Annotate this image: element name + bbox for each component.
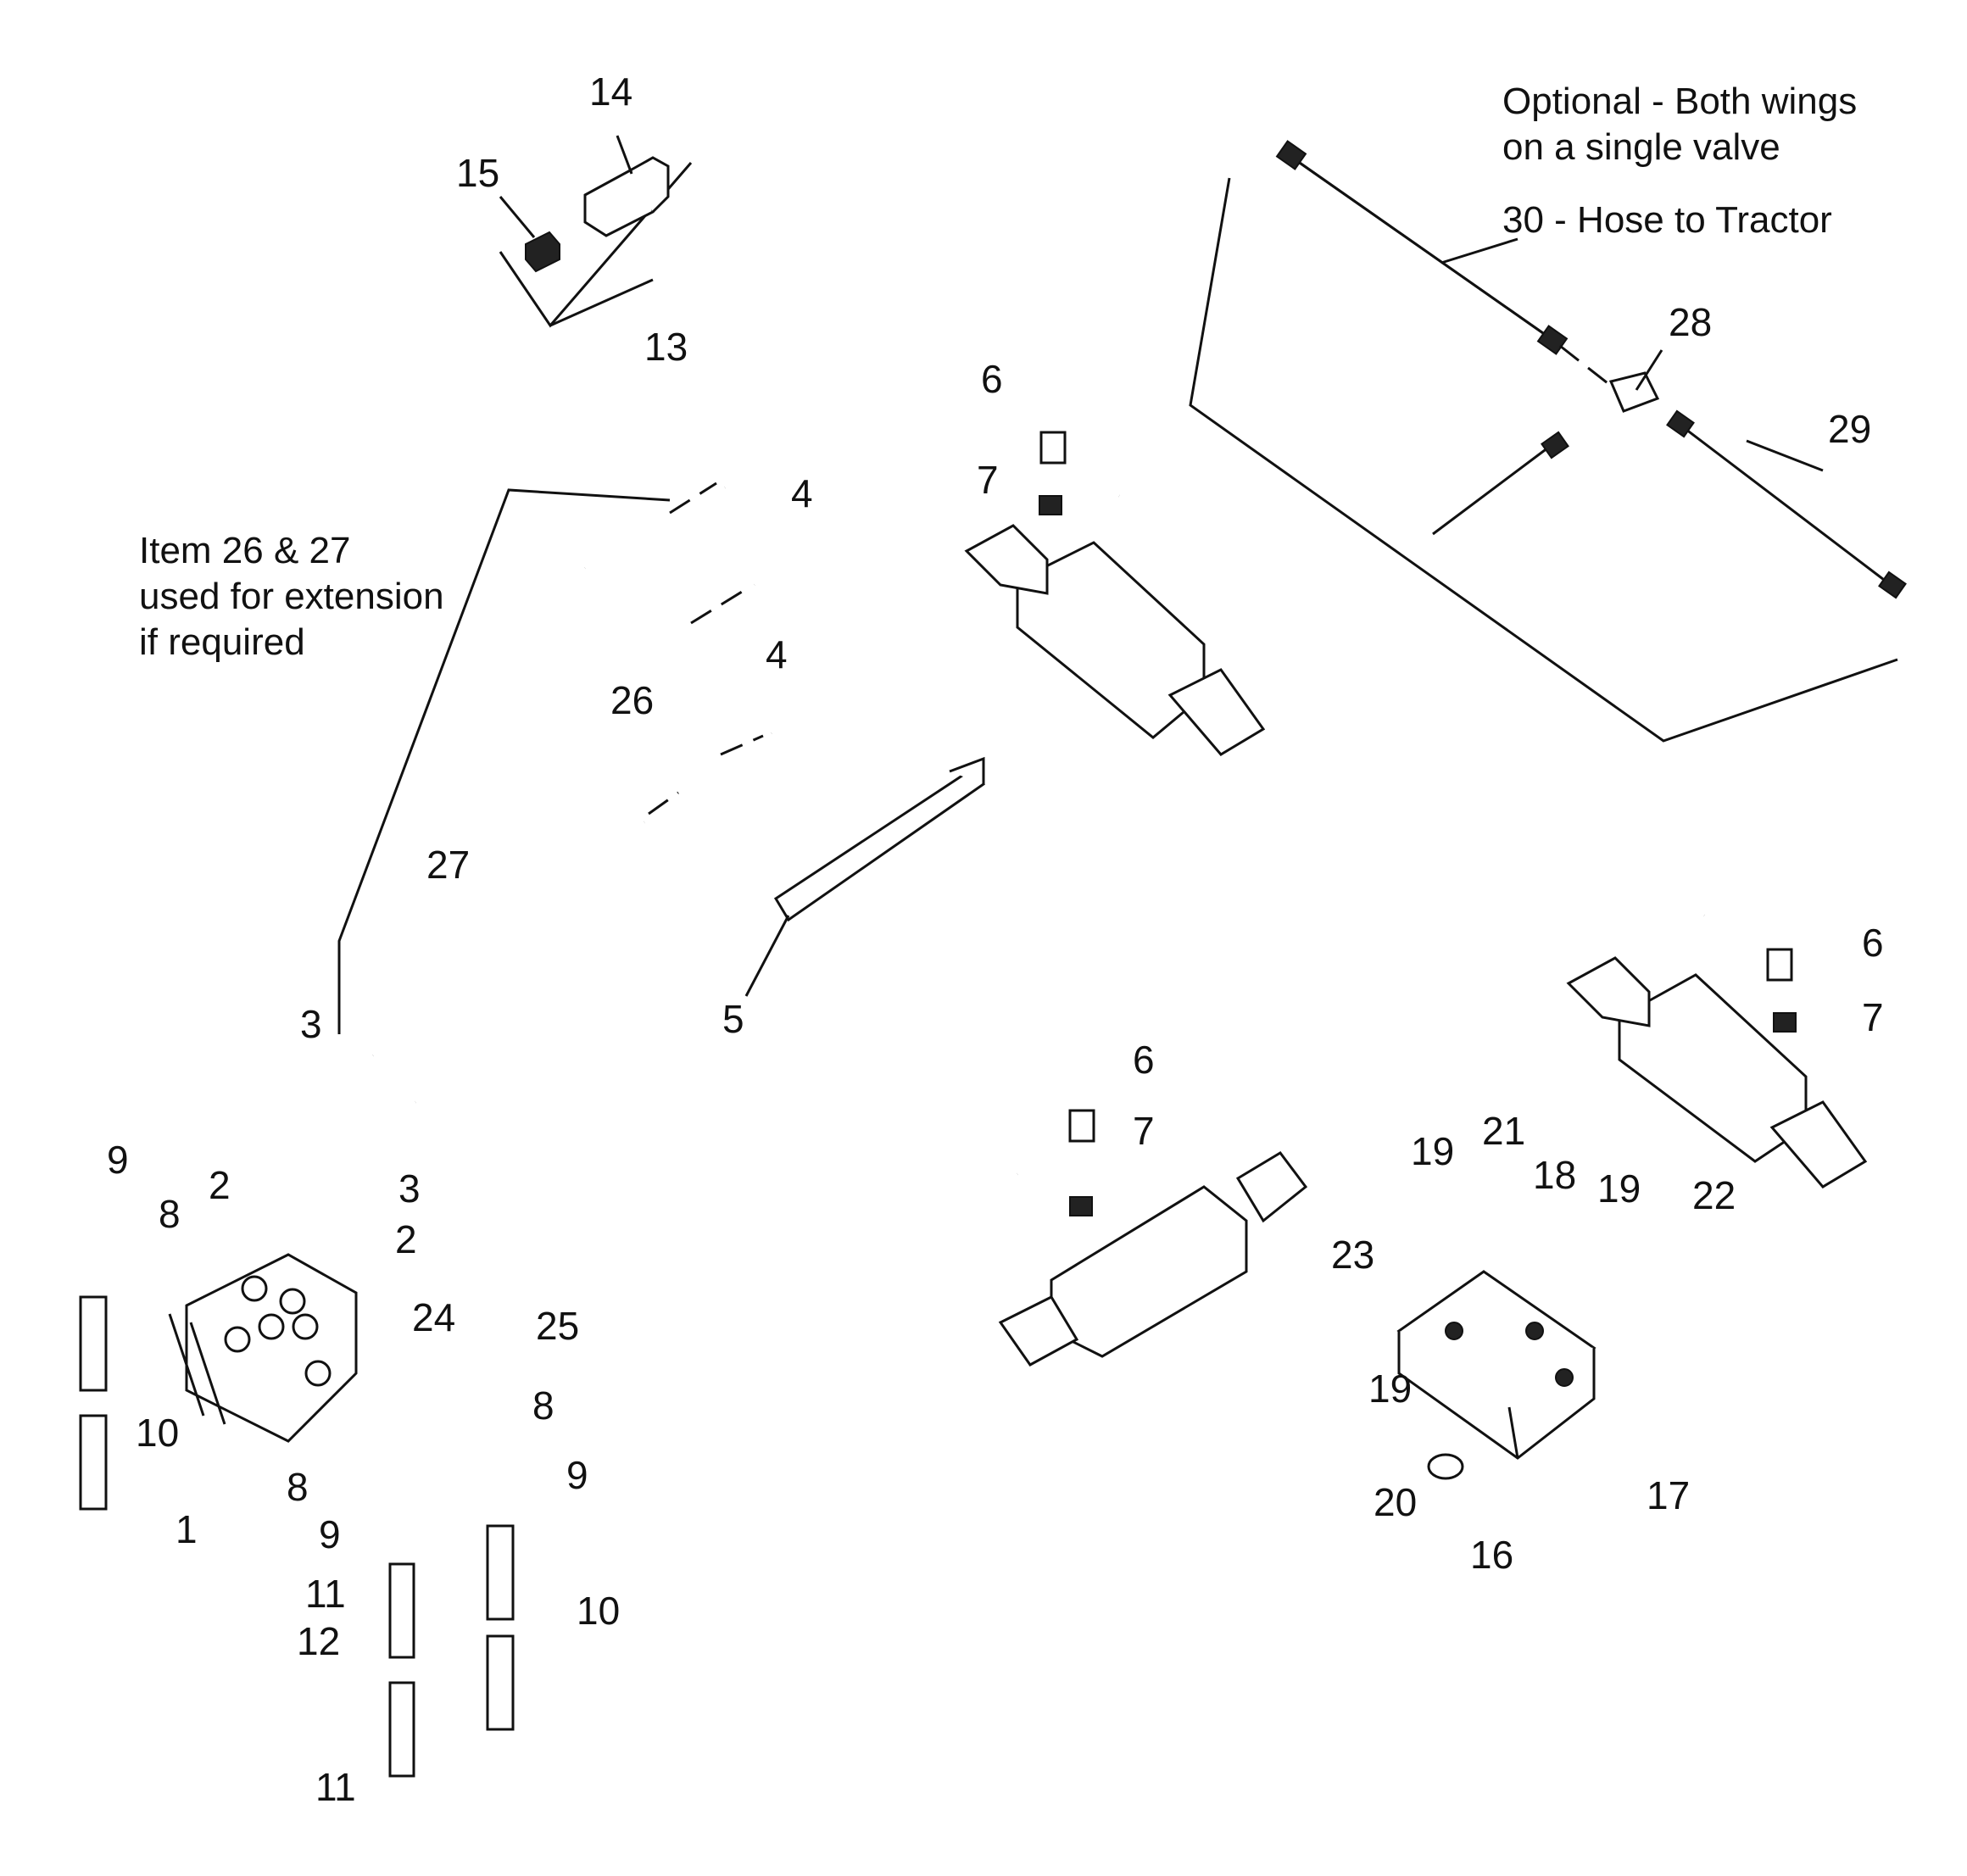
callout-8-left: 8 xyxy=(159,1192,181,1236)
callout-23: 23 xyxy=(1331,1233,1374,1277)
hose-to-tractor-label: 30 - Hose to Tractor xyxy=(1502,199,1832,241)
callout-15: 15 xyxy=(456,151,499,195)
callout-14: 14 xyxy=(589,70,632,114)
callout-21: 21 xyxy=(1482,1109,1525,1153)
part-20-oring xyxy=(1427,1453,1464,1480)
callout-16: 16 xyxy=(1470,1533,1513,1577)
callout-10-right: 10 xyxy=(577,1589,620,1633)
callout-17: 17 xyxy=(1647,1473,1690,1517)
cylinder-bottom xyxy=(998,1151,1308,1367)
extension-note-line-2: used for extension xyxy=(139,576,444,617)
callout-19-bottom: 19 xyxy=(1368,1367,1412,1411)
cylinder-fittings xyxy=(1039,431,1797,1216)
callout-26: 26 xyxy=(610,678,654,722)
callout-8-bottom: 8 xyxy=(287,1465,309,1509)
callout-19-right: 19 xyxy=(1597,1166,1641,1211)
callout-19-left: 19 xyxy=(1411,1129,1454,1173)
hydraulic-tubes xyxy=(370,346,1708,1250)
part-15-plug xyxy=(499,196,560,273)
callout-25: 25 xyxy=(536,1304,579,1348)
extension-note-line-1: Item 26 & 27 xyxy=(139,530,350,571)
part-7-adapter xyxy=(1039,495,1062,515)
extension-note-line-3: if required xyxy=(139,621,305,663)
callout-2-left: 2 xyxy=(209,1163,231,1207)
callout-4-upper: 4 xyxy=(791,471,813,515)
optional-note-line-2: on a single valve xyxy=(1502,126,1780,168)
cylinder-top xyxy=(964,524,1266,756)
cylinder-right xyxy=(1566,956,1868,1189)
callout-8-right: 8 xyxy=(532,1383,554,1428)
part-5-bracket xyxy=(744,756,985,997)
callout-29: 29 xyxy=(1828,407,1871,451)
callout-7-right: 7 xyxy=(1862,995,1884,1039)
optional-note-line-1: Optional - Both wings xyxy=(1502,81,1857,122)
callout-5: 5 xyxy=(722,997,744,1041)
callout-27: 27 xyxy=(426,843,470,887)
callout-10-left: 10 xyxy=(136,1411,179,1455)
optional-note: Optional - Both wings on a single valve … xyxy=(1502,81,1857,241)
tractor-hose-assembly xyxy=(1275,140,1907,599)
callout-24: 24 xyxy=(412,1295,455,1339)
part-28-tee xyxy=(1608,371,1660,413)
right-hose-10 xyxy=(486,1524,515,1731)
callout-2-right: 2 xyxy=(395,1217,417,1261)
callout-20: 20 xyxy=(1374,1480,1417,1524)
callout-6-top: 6 xyxy=(981,357,1003,401)
part-6-elbow xyxy=(1039,431,1067,465)
extension-note: Item 26 & 27 used for extension if requi… xyxy=(139,530,444,663)
callout-1: 1 xyxy=(176,1507,198,1551)
callout-7-bottom: 7 xyxy=(1133,1109,1155,1153)
callout-7-top: 7 xyxy=(977,458,999,502)
callout-9-bottom: 9 xyxy=(319,1512,341,1556)
callout-18: 18 xyxy=(1533,1153,1576,1197)
part-14-fitting xyxy=(583,135,670,237)
callout-6-bottom: 6 xyxy=(1133,1038,1155,1082)
callout-11-top: 11 xyxy=(305,1572,346,1616)
center-hose-12 xyxy=(388,1562,415,1778)
part-16-manifold xyxy=(1396,1270,1596,1480)
callout-9-right: 9 xyxy=(566,1453,588,1497)
callout-11-bottom: 11 xyxy=(315,1765,356,1809)
callout-13: 13 xyxy=(644,325,688,369)
callout-9-left: 9 xyxy=(107,1138,129,1182)
callout-12: 12 xyxy=(297,1619,340,1663)
part-1-control-valve xyxy=(168,1253,358,1443)
callout-28: 28 xyxy=(1669,300,1712,344)
callout-3-side: 3 xyxy=(398,1166,421,1211)
callout-6-right: 6 xyxy=(1862,921,1884,965)
left-hose-10 xyxy=(79,1295,108,1511)
callout-labels: 14 15 13 28 29 6 7 4 4 26 27 5 6 7 6 7 3… xyxy=(107,70,1884,1809)
callout-22: 22 xyxy=(1692,1173,1736,1217)
callout-4-lower: 4 xyxy=(766,632,788,676)
callout-3-top: 3 xyxy=(300,1002,322,1046)
